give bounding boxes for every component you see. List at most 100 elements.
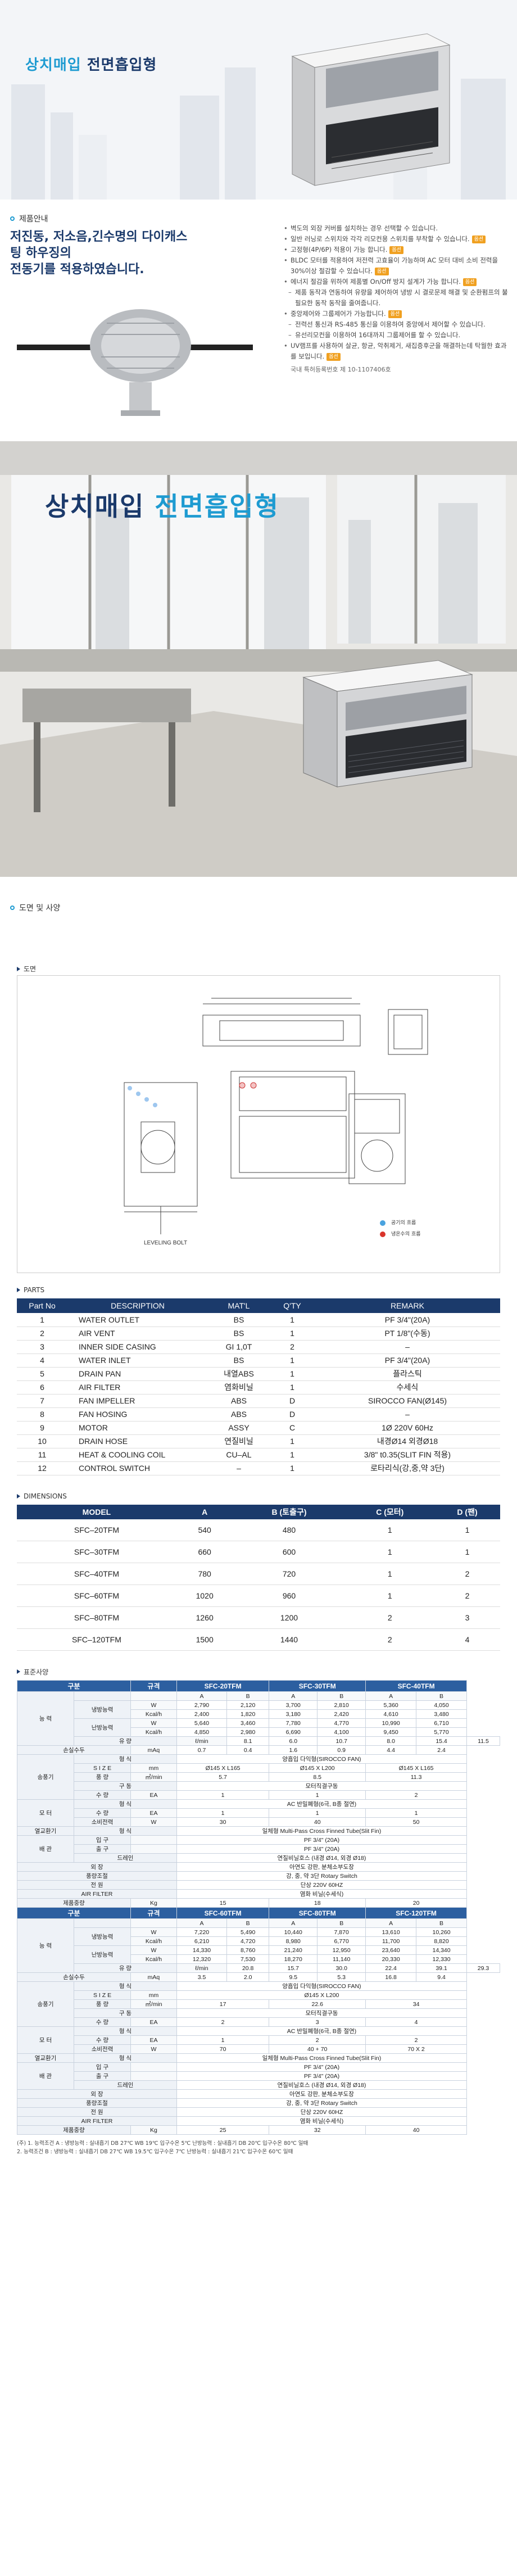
dimensions-cell: 4 — [434, 1628, 500, 1651]
feature-text: 제품 동작과 연동하여 유량을 제어하여 냉방 시 결로문제 해결 및 순환펌프… — [295, 288, 508, 307]
parts-cell: 6 — [17, 1380, 67, 1395]
spec-cell: 능 력 — [16, 1691, 75, 1746]
spec-cell: 6.0 — [269, 1736, 318, 1746]
spec-cell: 규격 — [130, 1680, 177, 1692]
dimensions-cell: 480 — [233, 1519, 346, 1541]
spec-cell: 10.7 — [317, 1736, 366, 1746]
spec-cell: 소비전력 — [74, 2044, 131, 2054]
spec-cell: Kg — [130, 1898, 177, 1908]
feature-item: UV램프를 사용하여 살균, 항균, 악취제거, 새집증후군을 해결하는데 탁월… — [284, 341, 509, 362]
spec-cell: 형 식 — [74, 1799, 177, 1809]
spec-cell: 염화 비닐(수세식) — [176, 1889, 468, 1899]
spec-cell: 22.4 — [365, 1963, 417, 1973]
spec-cell: 염화 비닐(수세식) — [176, 2116, 468, 2126]
spec-cell: SFC-40TFM — [365, 1680, 468, 1692]
dims-col-header: D (팬) — [434, 1504, 500, 1519]
spec-cell: 3,480 — [416, 1709, 468, 1719]
spec-cell: 입 구 — [74, 2062, 131, 2072]
spec-cell: A — [176, 1691, 228, 1701]
spec-cell: 5,640 — [176, 1718, 228, 1728]
spec-cell: B — [317, 1918, 366, 1928]
dimensions-cell: 2 — [434, 1563, 500, 1585]
spec-cell: 양흡입 다익형(SIROCCO FAN) — [176, 1754, 468, 1764]
spec-cell: SFC-20TFM — [176, 1680, 270, 1692]
parts-cell: 1 — [17, 1313, 67, 1327]
parts-cell: 연질비닐 — [208, 1434, 270, 1448]
spec-cell: 5,770 — [416, 1727, 468, 1737]
installation-photo: 상치매입 전면흡입형 — [0, 441, 517, 877]
triangle-bullet-icon — [17, 966, 20, 971]
spec-cell: 형 식 — [74, 1826, 177, 1836]
spec-cell: PF 3/4" (20A) — [176, 1835, 468, 1845]
triangle-bullet-icon — [17, 1288, 20, 1292]
parts-cell: 12 — [17, 1461, 67, 1475]
dimensions-cell: 1 — [345, 1541, 435, 1563]
parts-cell: – — [315, 1340, 500, 1354]
dimensions-cell: 780 — [176, 1563, 233, 1585]
parts-cell: 내경Ø14 외경Ø18 — [315, 1434, 500, 1448]
dimensions-cell: 1 — [434, 1541, 500, 1563]
spec-cell: SFC-30TFM — [269, 1680, 366, 1692]
parts-cell: 1 — [270, 1448, 315, 1462]
parts-cell: BS — [208, 1313, 270, 1327]
parts-section: PARTS Part No DESCRIPTION MAT'L Q'TY REM… — [0, 1282, 517, 1475]
spec-cell: 50 — [365, 1817, 468, 1827]
spec-cell: 아연도 강판, 분체소부도장 — [176, 1862, 468, 1872]
dimensions-cell: 1260 — [176, 1606, 233, 1629]
spec-cell: 8,980 — [269, 1936, 318, 1946]
feature-subitem: 유선리모컨을 이용하여 16대까지 그룹제어를 할 수 있습니다. — [284, 330, 509, 341]
spec-cell: 손실수두 — [16, 1745, 131, 1755]
spec-cell: 강, 중, 약 3단 Rotary Switch — [176, 1871, 468, 1881]
dimensions-cell: 1 — [345, 1563, 435, 1585]
spec-cell: 9,450 — [365, 1727, 417, 1737]
spec-cell: 전 원 — [17, 1880, 177, 1890]
hero-title-part2: 전면흡입형 — [87, 57, 157, 74]
features-heading: 저진동, 저소음,긴수명의 다이캐스팅 하우징의 전동기를 적용하였습니다. — [10, 229, 196, 278]
room-fcu-unit — [302, 660, 473, 787]
footnote: (주) 1. 능력조건 A : 냉방능력 : 실내흡기 DB 27℃ WB 19… — [17, 2140, 309, 2147]
spec-cell: 2 — [176, 2017, 270, 2027]
spec-cell: 70 X 2 — [365, 2044, 468, 2054]
parts-label: PARTS — [24, 1286, 45, 1294]
spec-cell: Kcal/h — [130, 1727, 177, 1737]
spec-cell: 23,640 — [365, 1945, 417, 1955]
spec-cell: 2,420 — [317, 1709, 366, 1719]
spec-cell: 25 — [176, 2125, 270, 2135]
spec-cell: 32 — [269, 2125, 366, 2135]
spec-cell: 4 — [365, 2017, 468, 2027]
parts-cell: GI 1,0T — [208, 1340, 270, 1354]
parts-cell: ABS — [208, 1394, 270, 1408]
parts-subhead: PARTS — [17, 1282, 517, 1298]
spec-cell: A — [176, 1918, 228, 1928]
triangle-bullet-icon — [17, 1493, 20, 1498]
dimensions-cell: 540 — [176, 1519, 233, 1541]
spec-cell: Ø145 X L165 — [365, 1763, 468, 1773]
spec-cell: 형 식 — [74, 1981, 177, 1991]
drawing-subhead: 도면 — [17, 964, 36, 974]
parts-cell: 1 — [270, 1461, 315, 1475]
spec-cell: 난방능력 — [74, 1718, 131, 1737]
spec-cell: 수 량 — [74, 1790, 131, 1800]
spec-cell: 5.7 — [176, 1772, 270, 1782]
spec-cell: 제품중량 — [16, 2125, 131, 2135]
dimensions-subhead: DIMENSIONS — [17, 1488, 517, 1505]
parts-cell: D — [270, 1394, 315, 1408]
option-tag: 옵션 — [326, 352, 341, 361]
dimensions-cell: SFC–40TFM — [17, 1563, 176, 1585]
spec-cell: PF 3/4" (20A) — [176, 2062, 468, 2072]
hero-title-part1: 상치매입 — [25, 57, 81, 74]
